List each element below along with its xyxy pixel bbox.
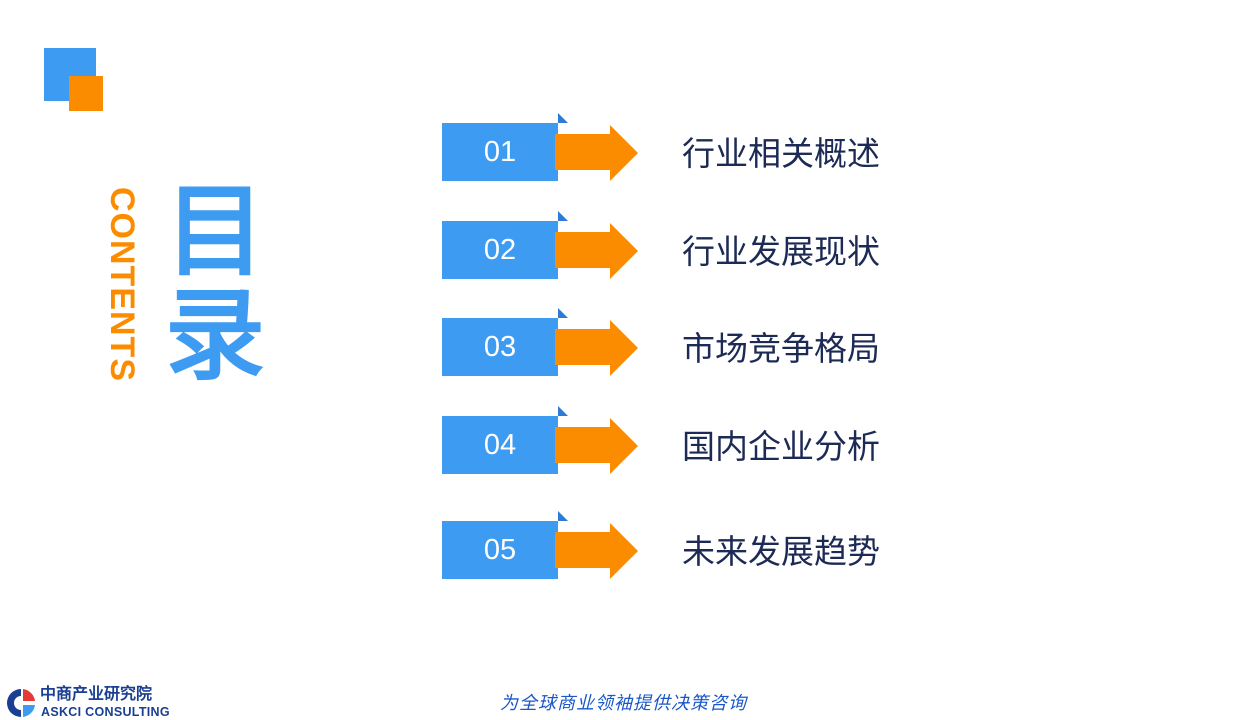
toc-label: 行业相关概述 — [682, 134, 880, 173]
toc-item-5[interactable]: 05 未来发展趋势 — [442, 511, 962, 581]
toc-number-tag: 01 — [442, 113, 642, 183]
logo-chinese-name: 中商产业研究院 — [40, 684, 153, 703]
toc-label: 未来发展趋势 — [682, 532, 880, 571]
toc-label: 国内企业分析 — [682, 427, 880, 466]
arrow-tag-icon — [442, 308, 638, 376]
title-char-2: 录 — [165, 277, 265, 394]
arrow-tag-icon — [442, 406, 638, 474]
contents-text: CONTENTS — [102, 186, 141, 382]
toc-item-3[interactable]: 03 市场竞争格局 — [442, 308, 962, 378]
toc-number: 01 — [483, 136, 517, 168]
toc-number: 04 — [483, 429, 517, 461]
arrow-tag-icon — [442, 211, 638, 279]
toc-label: 市场竞争格局 — [682, 329, 880, 368]
toc-item-1[interactable]: 01 行业相关概述 — [442, 113, 962, 183]
arrow-tag-icon — [442, 113, 638, 181]
toc-item-4[interactable]: 04 国内企业分析 — [442, 406, 962, 476]
arrow-tag-icon — [442, 511, 638, 579]
footer-slogan: 为全球商业领袖提供决策咨询 — [500, 693, 747, 714]
contents-vertical-label: CONTENTS — [101, 178, 141, 390]
logo-english-name: ASKCI CONSULTING — [41, 705, 170, 719]
toc-item-2[interactable]: 02 行业发展现状 — [442, 211, 962, 281]
toc-number-tag: 02 — [442, 211, 642, 281]
toc-number: 02 — [483, 234, 517, 266]
askci-logo-icon — [7, 689, 35, 717]
page-title: 目 录 — [160, 180, 270, 388]
footer-logo: 中商产业研究院 ASKCI CONSULTING — [4, 684, 184, 720]
toc-label: 行业发展现状 — [682, 232, 880, 271]
toc-number: 05 — [483, 534, 517, 566]
decor-orange-square — [69, 76, 103, 111]
title-char-1: 目 — [165, 173, 265, 290]
toc-number-tag: 05 — [442, 511, 642, 581]
toc-number-tag: 03 — [442, 308, 642, 378]
toc-number-tag: 04 — [442, 406, 642, 476]
toc-number: 03 — [483, 331, 517, 363]
